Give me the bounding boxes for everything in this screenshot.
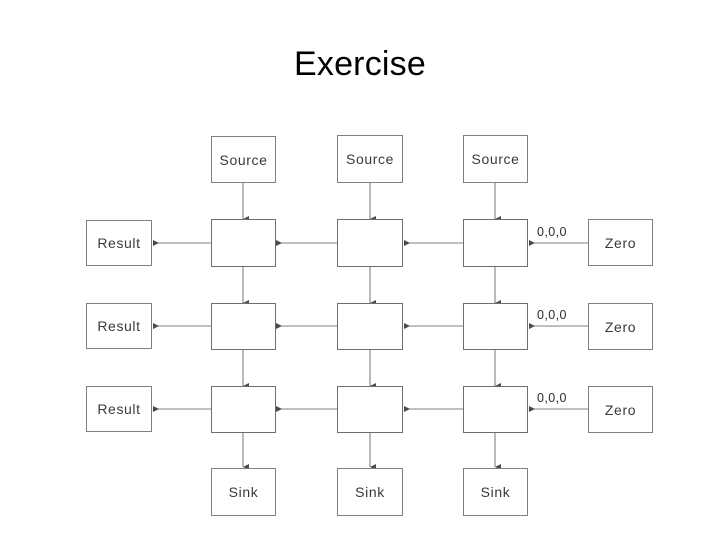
- sink-node-1[interactable]: Sink: [211, 468, 276, 516]
- grid-cell-r1c2[interactable]: [337, 219, 403, 267]
- zero-node-2[interactable]: Zero: [588, 303, 653, 350]
- grid-cell-r2c1[interactable]: [211, 303, 276, 350]
- grid-cell-r3c3[interactable]: [463, 386, 528, 433]
- zero-node-3[interactable]: Zero: [588, 386, 653, 433]
- result-node-3-label: Result: [97, 401, 141, 417]
- grid-cell-r3c2[interactable]: [337, 386, 403, 433]
- zero-edge-label-2: 0,0,0: [537, 308, 567, 322]
- source-node-2-label: Source: [346, 151, 394, 167]
- grid-cell-r1c1[interactable]: [211, 219, 276, 267]
- zero-edge-label-3: 0,0,0: [537, 391, 567, 405]
- grid-cell-r1c3[interactable]: [463, 219, 528, 267]
- source-node-3[interactable]: Source: [463, 135, 528, 183]
- source-node-3-label: Source: [471, 151, 520, 167]
- result-node-2[interactable]: Result: [86, 303, 152, 349]
- source-node-1[interactable]: Source: [211, 136, 276, 183]
- result-node-3[interactable]: Result: [86, 386, 152, 432]
- zero-node-2-label: Zero: [604, 318, 637, 335]
- sink-node-2[interactable]: Sink: [337, 468, 403, 516]
- grid-cell-r2c3[interactable]: [463, 303, 528, 350]
- result-node-1[interactable]: Result: [86, 220, 152, 266]
- sink-node-3-label: Sink: [480, 484, 511, 500]
- result-node-2-label: Result: [97, 318, 141, 334]
- sink-node-3[interactable]: Sink: [463, 468, 528, 516]
- zero-node-1[interactable]: Zero: [588, 219, 653, 266]
- source-node-2[interactable]: Source: [337, 135, 403, 183]
- sink-node-2-label: Sink: [355, 484, 385, 500]
- zero-edge-label-1: 0,0,0: [537, 225, 567, 239]
- zero-node-3-label: Zero: [604, 401, 637, 418]
- sink-node-1-label: Sink: [228, 484, 259, 500]
- result-node-1-label: Result: [97, 235, 141, 251]
- page-title: Exercise: [294, 45, 426, 83]
- source-node-1-label: Source: [219, 151, 268, 168]
- grid-cell-r3c1[interactable]: [211, 386, 276, 433]
- grid-cell-r2c2[interactable]: [337, 303, 403, 350]
- zero-node-1-label: Zero: [604, 234, 637, 251]
